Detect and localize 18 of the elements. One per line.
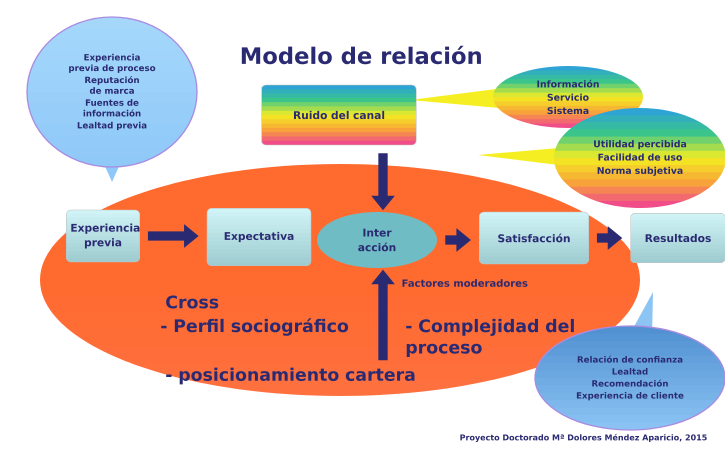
process-box: Expectativa xyxy=(206,208,312,266)
node-label: Utilidad percibida xyxy=(594,140,686,150)
title: Modelo de relación xyxy=(242,46,481,64)
process-box: Ruido del canal xyxy=(261,84,417,146)
node-label: Servicio xyxy=(548,94,589,101)
process-box: Experiencia previa xyxy=(66,210,140,262)
node-label: - Perfil sociográfico xyxy=(161,318,348,336)
node-label: acción xyxy=(358,242,396,252)
node-label: - posicionamiento cartera xyxy=(166,368,414,384)
process-box: Satisfacción xyxy=(479,212,589,264)
node-label: Información xyxy=(537,80,599,88)
node-label: Facilidad de uso xyxy=(598,153,682,161)
node-label: Sistema xyxy=(548,106,588,114)
node-label: Cross xyxy=(166,295,218,309)
process-box: Resultados xyxy=(630,213,725,263)
speech-bubble: Experiencia previa de proceso Reputación de marca Fuentes de información Lealtad previa xyxy=(26,16,198,182)
node-label: Inter xyxy=(363,228,392,237)
edge-label: Factores moderadores xyxy=(400,278,530,288)
